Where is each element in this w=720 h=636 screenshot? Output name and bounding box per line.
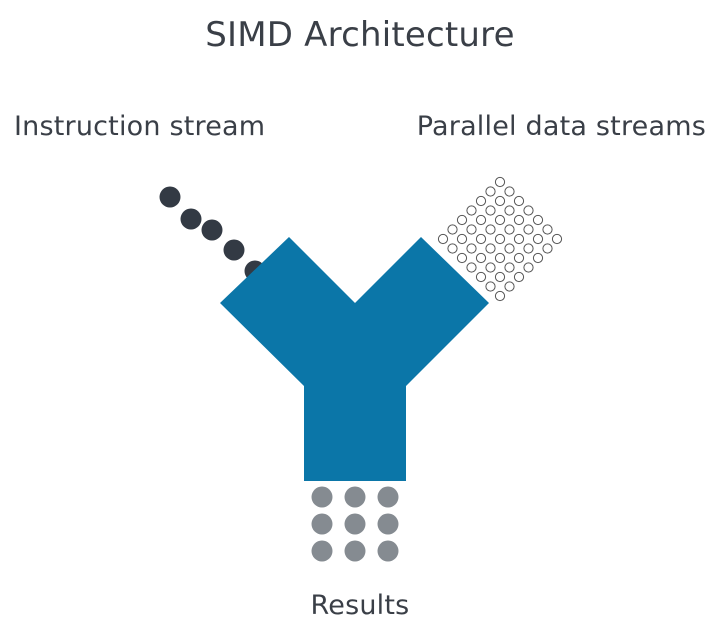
diagram-title: SIMD Architecture [205,15,515,55]
data-stream-dot [513,233,525,245]
data-stream-dot [513,214,525,226]
data-stream-dot [504,205,515,216]
result-dot [344,513,366,535]
data-stream-dot [532,233,544,245]
data-stream-dot [475,195,487,207]
data-stream-dot [494,290,506,302]
result-dot [311,513,333,535]
processor-y-shape [220,237,489,481]
data-stream-dot [504,262,515,273]
instruction-dot [159,186,181,208]
result-dots [311,486,399,562]
result-dot [377,486,399,508]
data-stream-dot [504,243,515,254]
data-stream-dot [551,233,563,245]
results-label: Results [310,590,410,621]
data-stream-dot [466,224,477,235]
data-stream-dot [466,262,477,273]
result-dot [311,486,333,508]
result-dot [311,540,333,562]
data-stream-dot [513,271,525,283]
result-dot [344,486,366,508]
data-stream-dot [485,205,496,216]
data-stream-dot [513,195,525,207]
result-dot [344,540,366,562]
data-stream-dot [494,252,506,264]
data-stream-dot [504,281,515,292]
data-stream-dot [523,243,534,254]
data-stream-dot [456,214,468,226]
data-stream-dot [532,252,544,264]
parallel-data-streams-label: Parallel data streams [416,111,706,142]
instruction-dot [223,239,245,261]
data-stream-dot [494,176,506,188]
data-stream-dot [485,262,496,273]
data-stream-dot [475,214,487,226]
instruction-dot [201,219,223,241]
data-stream-dot [447,224,458,235]
data-stream-dot [532,214,544,226]
result-dot [377,540,399,562]
data-stream-dot [542,243,553,254]
data-stream-dot [504,186,515,197]
data-stream-dot [475,271,487,283]
data-stream-dot [456,252,468,264]
instruction-stream-dots [159,186,266,282]
data-stream-dot [475,233,487,245]
parallel-data-dots [437,176,563,302]
data-stream-dot [494,271,506,283]
instruction-stream-label: Instruction stream [14,111,266,142]
data-stream-dot [523,224,534,235]
data-stream-dot [485,281,496,292]
data-stream-dot [466,243,477,254]
data-stream-dot [485,224,496,235]
data-stream-dot [504,224,515,235]
data-stream-dot [447,243,458,254]
data-stream-dot [523,262,534,273]
instruction-dot [180,208,202,230]
data-stream-dot [475,252,487,264]
data-stream-dot [485,243,496,254]
data-stream-dot [456,233,468,245]
result-dot [377,513,399,535]
data-stream-dot [494,195,506,207]
data-stream-dot [542,224,553,235]
data-stream-dot [523,205,534,216]
data-stream-dot [437,233,449,245]
data-stream-dot [513,252,525,264]
data-stream-dot [494,214,506,226]
data-stream-dot [466,205,477,216]
data-stream-dot [494,233,506,245]
data-stream-dot [485,186,496,197]
